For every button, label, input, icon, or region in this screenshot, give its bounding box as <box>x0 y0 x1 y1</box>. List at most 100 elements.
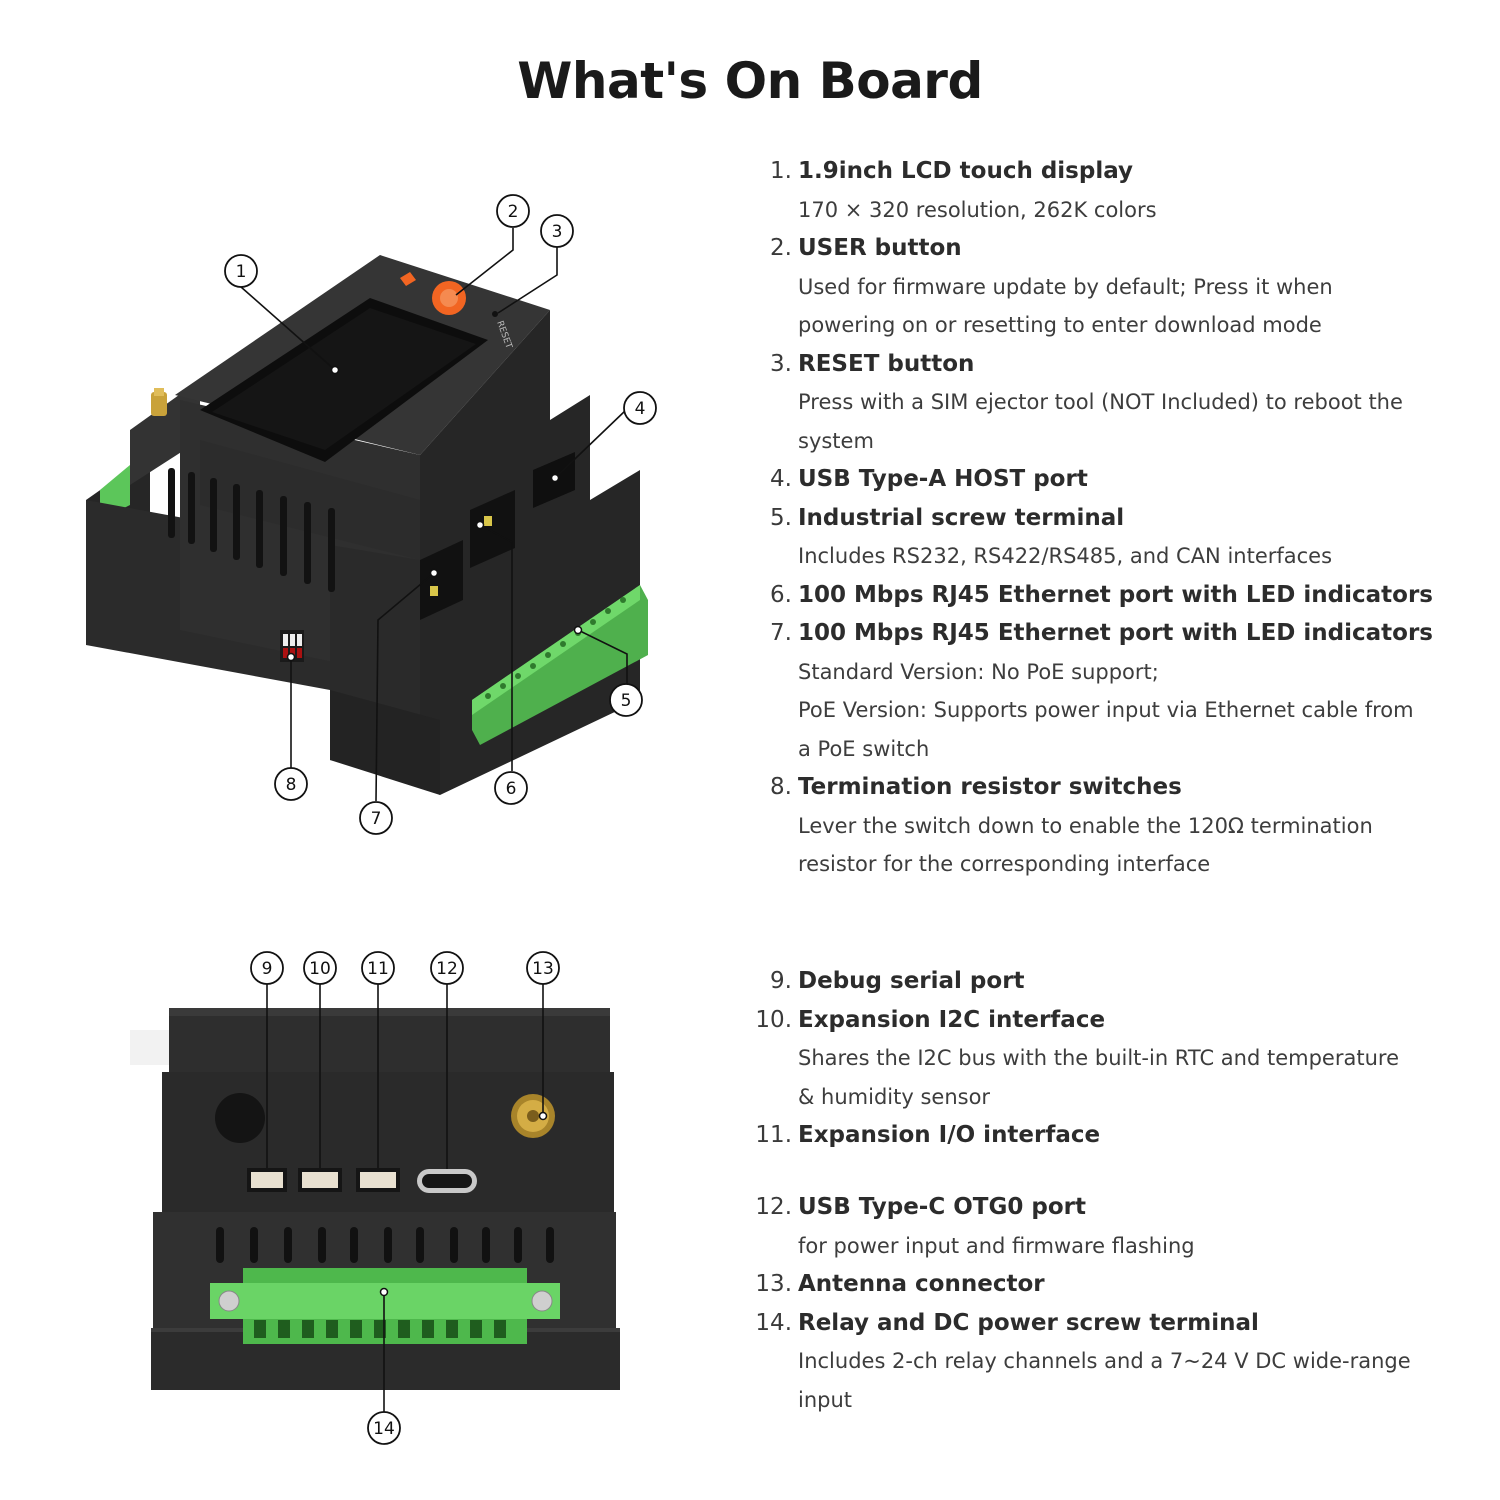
svg-text:12: 12 <box>436 959 458 979</box>
feature-name: 100 Mbps RJ45 Ethernet port with LED ind… <box>798 581 1433 608</box>
feature-item: 1.1.9inch LCD touch display 170 × 320 res… <box>750 152 1460 229</box>
expansion-io-port[interactable] <box>356 1168 400 1192</box>
feature-number: 8. <box>770 774 792 800</box>
feature-name: Expansion I/O interface <box>798 1122 1101 1148</box>
feature-description: 170 × 320 resolution, 262K colors <box>798 197 1157 222</box>
feature-name: Debug serial port <box>798 968 1025 994</box>
feature-item: 9.Debug serial port <box>750 962 1460 1001</box>
feature-name: USB Type-C OTG0 port <box>798 1194 1086 1220</box>
callout-11: 11 <box>361 951 395 985</box>
feature-number: 10. <box>755 1006 792 1033</box>
feature-number: 4. <box>770 466 792 492</box>
industrial-screw-terminal[interactable] <box>472 585 648 745</box>
feature-description: Includes RS232, RS422/RS485, and CAN int… <box>798 544 1333 568</box>
callout-2: 2 <box>496 194 530 228</box>
svg-text:10: 10 <box>309 959 331 979</box>
callout-6: 6 <box>494 771 528 805</box>
feature-description: Shares the I2C bus with the built-in RTC… <box>798 1046 1399 1070</box>
feature-description: PoE Version: Supports power input via Et… <box>798 698 1414 722</box>
front-upper-section <box>169 1008 610 1074</box>
feature-name: Relay and DC power screw terminal <box>798 1309 1259 1336</box>
usb-type-c-port[interactable] <box>417 1169 477 1193</box>
feature-description: Standard Version: No PoE support; <box>798 659 1159 684</box>
feature-name: 1.9inch LCD touch display <box>798 158 1134 184</box>
svg-text:14: 14 <box>373 1419 395 1439</box>
antenna-connector[interactable] <box>511 1094 555 1138</box>
svg-text:8: 8 <box>286 775 297 795</box>
feature-name: Termination resistor switches <box>798 774 1182 800</box>
feature-name: RESET button <box>798 350 975 377</box>
svg-text:1: 1 <box>236 262 247 282</box>
feature-description: a PoE switch <box>798 736 930 761</box>
feature-number: 2. <box>770 235 792 261</box>
feature-number: 12. <box>755 1194 792 1220</box>
svg-text:11: 11 <box>367 959 389 979</box>
svg-text:3: 3 <box>552 222 563 242</box>
relay-dc-power-terminal[interactable] <box>210 1268 560 1344</box>
feature-number: 9. <box>770 968 792 994</box>
callout-10: 10 <box>303 951 337 985</box>
callout-4: 4 <box>623 391 657 425</box>
feature-list-bottom-b: 12.USB Type-C OTG0 port for power input a… <box>750 1188 1460 1419</box>
callout-5: 5 <box>609 683 643 717</box>
feature-list-top: 1.1.9inch LCD touch display 170 × 320 res… <box>750 152 1460 884</box>
rj45-port-a[interactable] <box>470 490 515 568</box>
callout-8: 8 <box>274 767 308 801</box>
svg-text:13: 13 <box>532 959 554 979</box>
feature-number: 14. <box>755 1309 792 1336</box>
device-top-view: RESET <box>86 194 657 835</box>
callout-1: 1 <box>224 254 258 288</box>
feature-item: 6.100 Mbps RJ45 Ethernet port with LED i… <box>750 576 1460 615</box>
feature-number: 3. <box>770 350 792 377</box>
rj45-port-b[interactable] <box>420 540 463 620</box>
feature-description: resistor for the corresponding interface <box>798 852 1211 876</box>
logo-icon <box>400 272 416 286</box>
feature-description: Includes 2-ch relay channels and a 7~24 … <box>798 1349 1411 1373</box>
callout-14: 14 <box>367 1411 401 1445</box>
svg-text:2: 2 <box>508 202 519 222</box>
feature-number: 13. <box>755 1271 792 1297</box>
feature-item: 4.USB Type-A HOST port <box>750 460 1460 499</box>
feature-number: 1. <box>770 158 792 184</box>
feature-description: system <box>798 428 874 453</box>
feature-description: for power input and firmware flashing <box>798 1233 1195 1258</box>
front-middle-section <box>162 1072 614 1214</box>
feature-number: 7. <box>770 620 792 646</box>
feature-item: 12.USB Type-C OTG0 port for power input a… <box>750 1188 1460 1265</box>
expansion-i2c-port[interactable] <box>298 1168 342 1192</box>
page-title: What's On Board <box>517 52 983 110</box>
feature-number: 5. <box>770 504 792 531</box>
reset-button[interactable] <box>492 311 498 317</box>
feature-name: Antenna connector <box>798 1271 1045 1297</box>
debug-serial-port[interactable] <box>247 1168 287 1192</box>
device-front-view: 9 10 11 12 13 14 <box>130 951 620 1445</box>
svg-text:9: 9 <box>262 959 273 979</box>
feature-item: 13.Antenna connector <box>750 1265 1460 1304</box>
feature-name: Expansion I2C interface <box>798 1006 1106 1033</box>
feature-item: 7.100 Mbps RJ45 Ethernet port with LED i… <box>750 614 1460 768</box>
feature-description: & humidity sensor <box>798 1084 991 1109</box>
feature-name: Industrial screw terminal <box>798 504 1125 531</box>
feature-description: powering on or resetting to enter downlo… <box>798 313 1322 337</box>
svg-text:7: 7 <box>371 809 382 829</box>
svg-text:5: 5 <box>621 691 632 711</box>
front-vents <box>216 1227 554 1263</box>
callout-13: 13 <box>526 951 560 985</box>
light-pipe-hole <box>215 1093 265 1143</box>
feature-item: 11.Expansion I/O interface <box>750 1116 1460 1155</box>
callout-7: 7 <box>359 801 393 835</box>
callout-12: 12 <box>430 951 464 985</box>
feature-number: 6. <box>770 581 792 608</box>
feature-description: Used for firmware update by default; Pre… <box>798 274 1333 299</box>
svg-text:4: 4 <box>635 399 646 419</box>
callout-9: 9 <box>250 951 284 985</box>
feature-name: USB Type-A HOST port <box>798 466 1088 492</box>
